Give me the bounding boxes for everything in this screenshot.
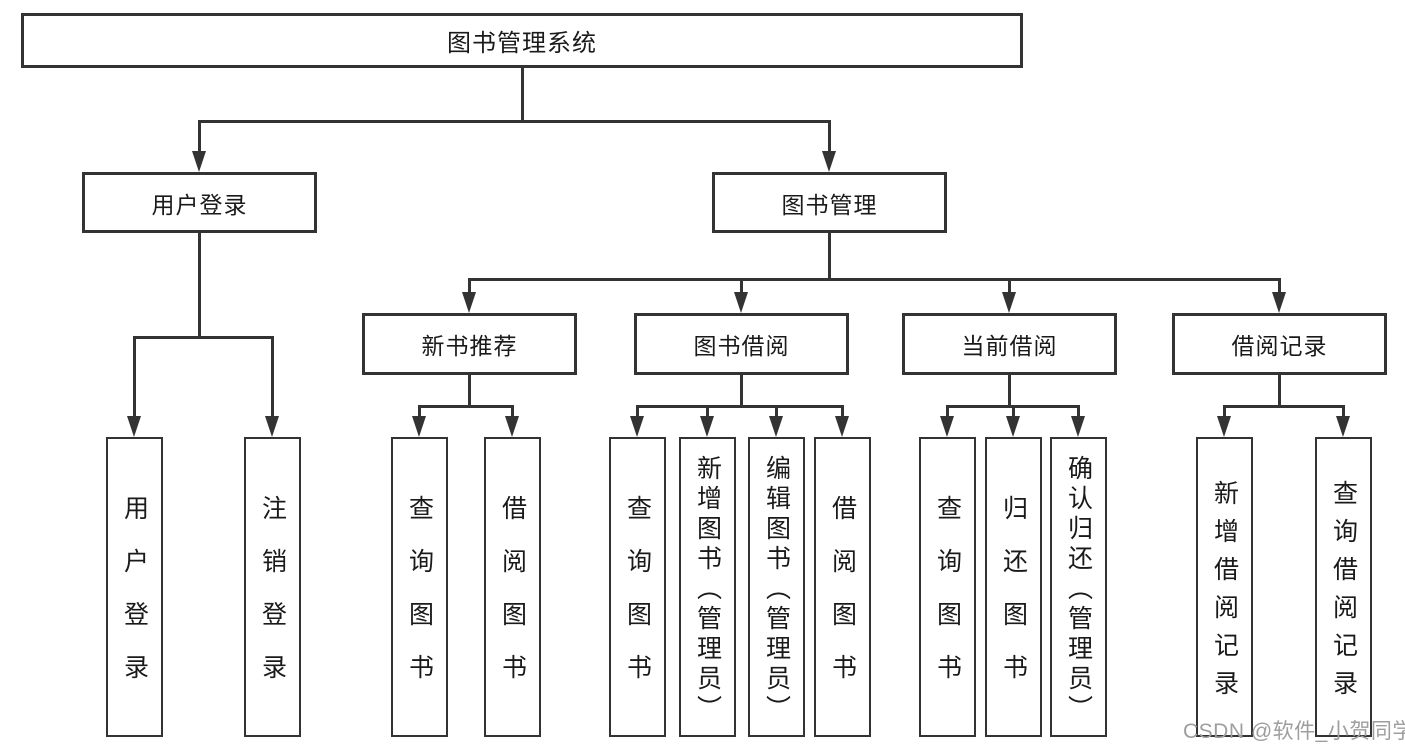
connector-line bbox=[198, 120, 201, 153]
node-book-management: 图书管理 bbox=[712, 172, 947, 233]
arrowhead-down-icon bbox=[505, 416, 519, 437]
node-user-login-group: 用户登录 bbox=[82, 172, 317, 233]
leaf-confirm-return-admin: 确认归还（管理员） bbox=[1050, 437, 1107, 737]
leaf-edit-book-admin: 编辑图书（管理员） bbox=[748, 437, 805, 737]
arrowhead-down-icon bbox=[1006, 416, 1020, 437]
connector-line bbox=[1008, 278, 1011, 294]
connector-line bbox=[468, 278, 1281, 281]
node-borrow-records: 借阅记录 bbox=[1172, 313, 1387, 375]
connector-line bbox=[636, 405, 844, 408]
connector-line bbox=[133, 336, 136, 418]
arrowhead-down-icon bbox=[1217, 416, 1231, 437]
node-label: 图书管理 bbox=[781, 191, 878, 218]
connector-line bbox=[511, 405, 514, 418]
arrowhead-down-icon bbox=[769, 416, 783, 437]
leaf-add-book-admin: 新增图书（管理员） bbox=[679, 437, 736, 737]
leaf-label: 借阅图书 bbox=[498, 495, 527, 707]
leaf-label: 查询图书 bbox=[623, 495, 652, 707]
arrowhead-down-icon bbox=[192, 151, 206, 172]
connector-line bbox=[1223, 405, 1226, 418]
arrowhead-down-icon bbox=[700, 416, 714, 437]
connector-line bbox=[133, 336, 274, 339]
arrowhead-down-icon bbox=[462, 292, 476, 313]
leaf-query-books-2: 查询图书 bbox=[609, 437, 666, 737]
connector-line bbox=[1223, 405, 1345, 408]
connector-line bbox=[198, 233, 201, 336]
arrowhead-down-icon bbox=[127, 416, 141, 437]
connector-line bbox=[1278, 278, 1281, 294]
leaf-label: 新增图书（管理员） bbox=[693, 454, 722, 725]
leaf-label: 编辑图书（管理员） bbox=[762, 454, 791, 725]
node-label: 当前借阅 bbox=[961, 333, 1058, 359]
arrowhead-down-icon bbox=[822, 151, 836, 172]
node-current-borrow: 当前借阅 bbox=[902, 313, 1117, 375]
leaf-label: 借阅图书 bbox=[828, 495, 857, 707]
node-label: 新书推荐 bbox=[421, 333, 518, 359]
connector-line bbox=[740, 278, 743, 294]
connector-line bbox=[1077, 405, 1080, 418]
leaf-user-login: 用户登录 bbox=[106, 437, 163, 737]
csdn-watermark: CSDN @软件_小贺同学 bbox=[1183, 720, 1405, 743]
connector-line bbox=[468, 278, 471, 294]
connector-line bbox=[418, 405, 421, 418]
connector-line bbox=[418, 405, 514, 408]
connector-line bbox=[1008, 375, 1011, 405]
node-root: 图书管理系统 bbox=[21, 13, 1023, 68]
connector-line bbox=[740, 375, 743, 405]
leaf-borrow-books-2: 借阅图书 bbox=[814, 437, 871, 737]
leaf-label: 查询借阅记录 bbox=[1329, 479, 1358, 708]
leaf-label: 确认归还（管理员） bbox=[1064, 454, 1093, 725]
leaf-label: 新增借阅记录 bbox=[1210, 479, 1239, 708]
connector-line bbox=[271, 336, 274, 418]
connector-line bbox=[468, 375, 471, 405]
arrowhead-down-icon bbox=[1002, 292, 1016, 313]
connector-line bbox=[1012, 405, 1015, 418]
arrowhead-down-icon bbox=[940, 416, 954, 437]
connector-line bbox=[636, 405, 639, 418]
arrowhead-down-icon bbox=[835, 416, 849, 437]
connector-line bbox=[828, 120, 831, 153]
connector-line bbox=[198, 120, 831, 123]
leaf-borrow-books-1: 借阅图书 bbox=[484, 437, 541, 737]
arrowhead-down-icon bbox=[265, 416, 279, 437]
connector-line bbox=[1342, 405, 1345, 418]
arrowhead-down-icon bbox=[630, 416, 644, 437]
node-root-label: 图书管理系统 bbox=[447, 30, 597, 57]
leaf-return-book: 归还图书 bbox=[985, 437, 1042, 737]
leaf-label: 用户登录 bbox=[120, 495, 149, 707]
connector-line bbox=[775, 405, 778, 418]
leaf-query-books-1: 查询图书 bbox=[391, 437, 448, 737]
leaf-logout: 注销登录 bbox=[244, 437, 301, 737]
node-label: 图书借阅 bbox=[693, 333, 790, 359]
node-label: 借阅记录 bbox=[1231, 333, 1328, 359]
arrowhead-down-icon bbox=[1071, 416, 1085, 437]
connector-line bbox=[706, 405, 709, 418]
connector-line bbox=[828, 233, 831, 278]
node-new-book-recommend: 新书推荐 bbox=[362, 313, 577, 375]
leaf-query-borrow-record: 查询借阅记录 bbox=[1315, 437, 1372, 737]
connector-line bbox=[520, 68, 524, 120]
connector-line bbox=[1278, 375, 1281, 405]
leaf-label: 查询图书 bbox=[405, 495, 434, 707]
leaf-label: 查询图书 bbox=[933, 495, 962, 707]
leaf-query-books-3: 查询图书 bbox=[919, 437, 976, 737]
node-book-borrow: 图书借阅 bbox=[634, 313, 849, 375]
connector-line bbox=[841, 405, 844, 418]
arrowhead-down-icon bbox=[1272, 292, 1286, 313]
leaf-label: 注销登录 bbox=[258, 495, 287, 707]
connector-line bbox=[946, 405, 949, 418]
node-label: 用户登录 bbox=[151, 191, 248, 218]
arrowhead-down-icon bbox=[1336, 416, 1350, 437]
leaf-label: 归还图书 bbox=[999, 495, 1028, 707]
arrowhead-down-icon bbox=[734, 292, 748, 313]
leaf-add-borrow-record: 新增借阅记录 bbox=[1196, 437, 1253, 737]
arrowhead-down-icon bbox=[412, 416, 426, 437]
